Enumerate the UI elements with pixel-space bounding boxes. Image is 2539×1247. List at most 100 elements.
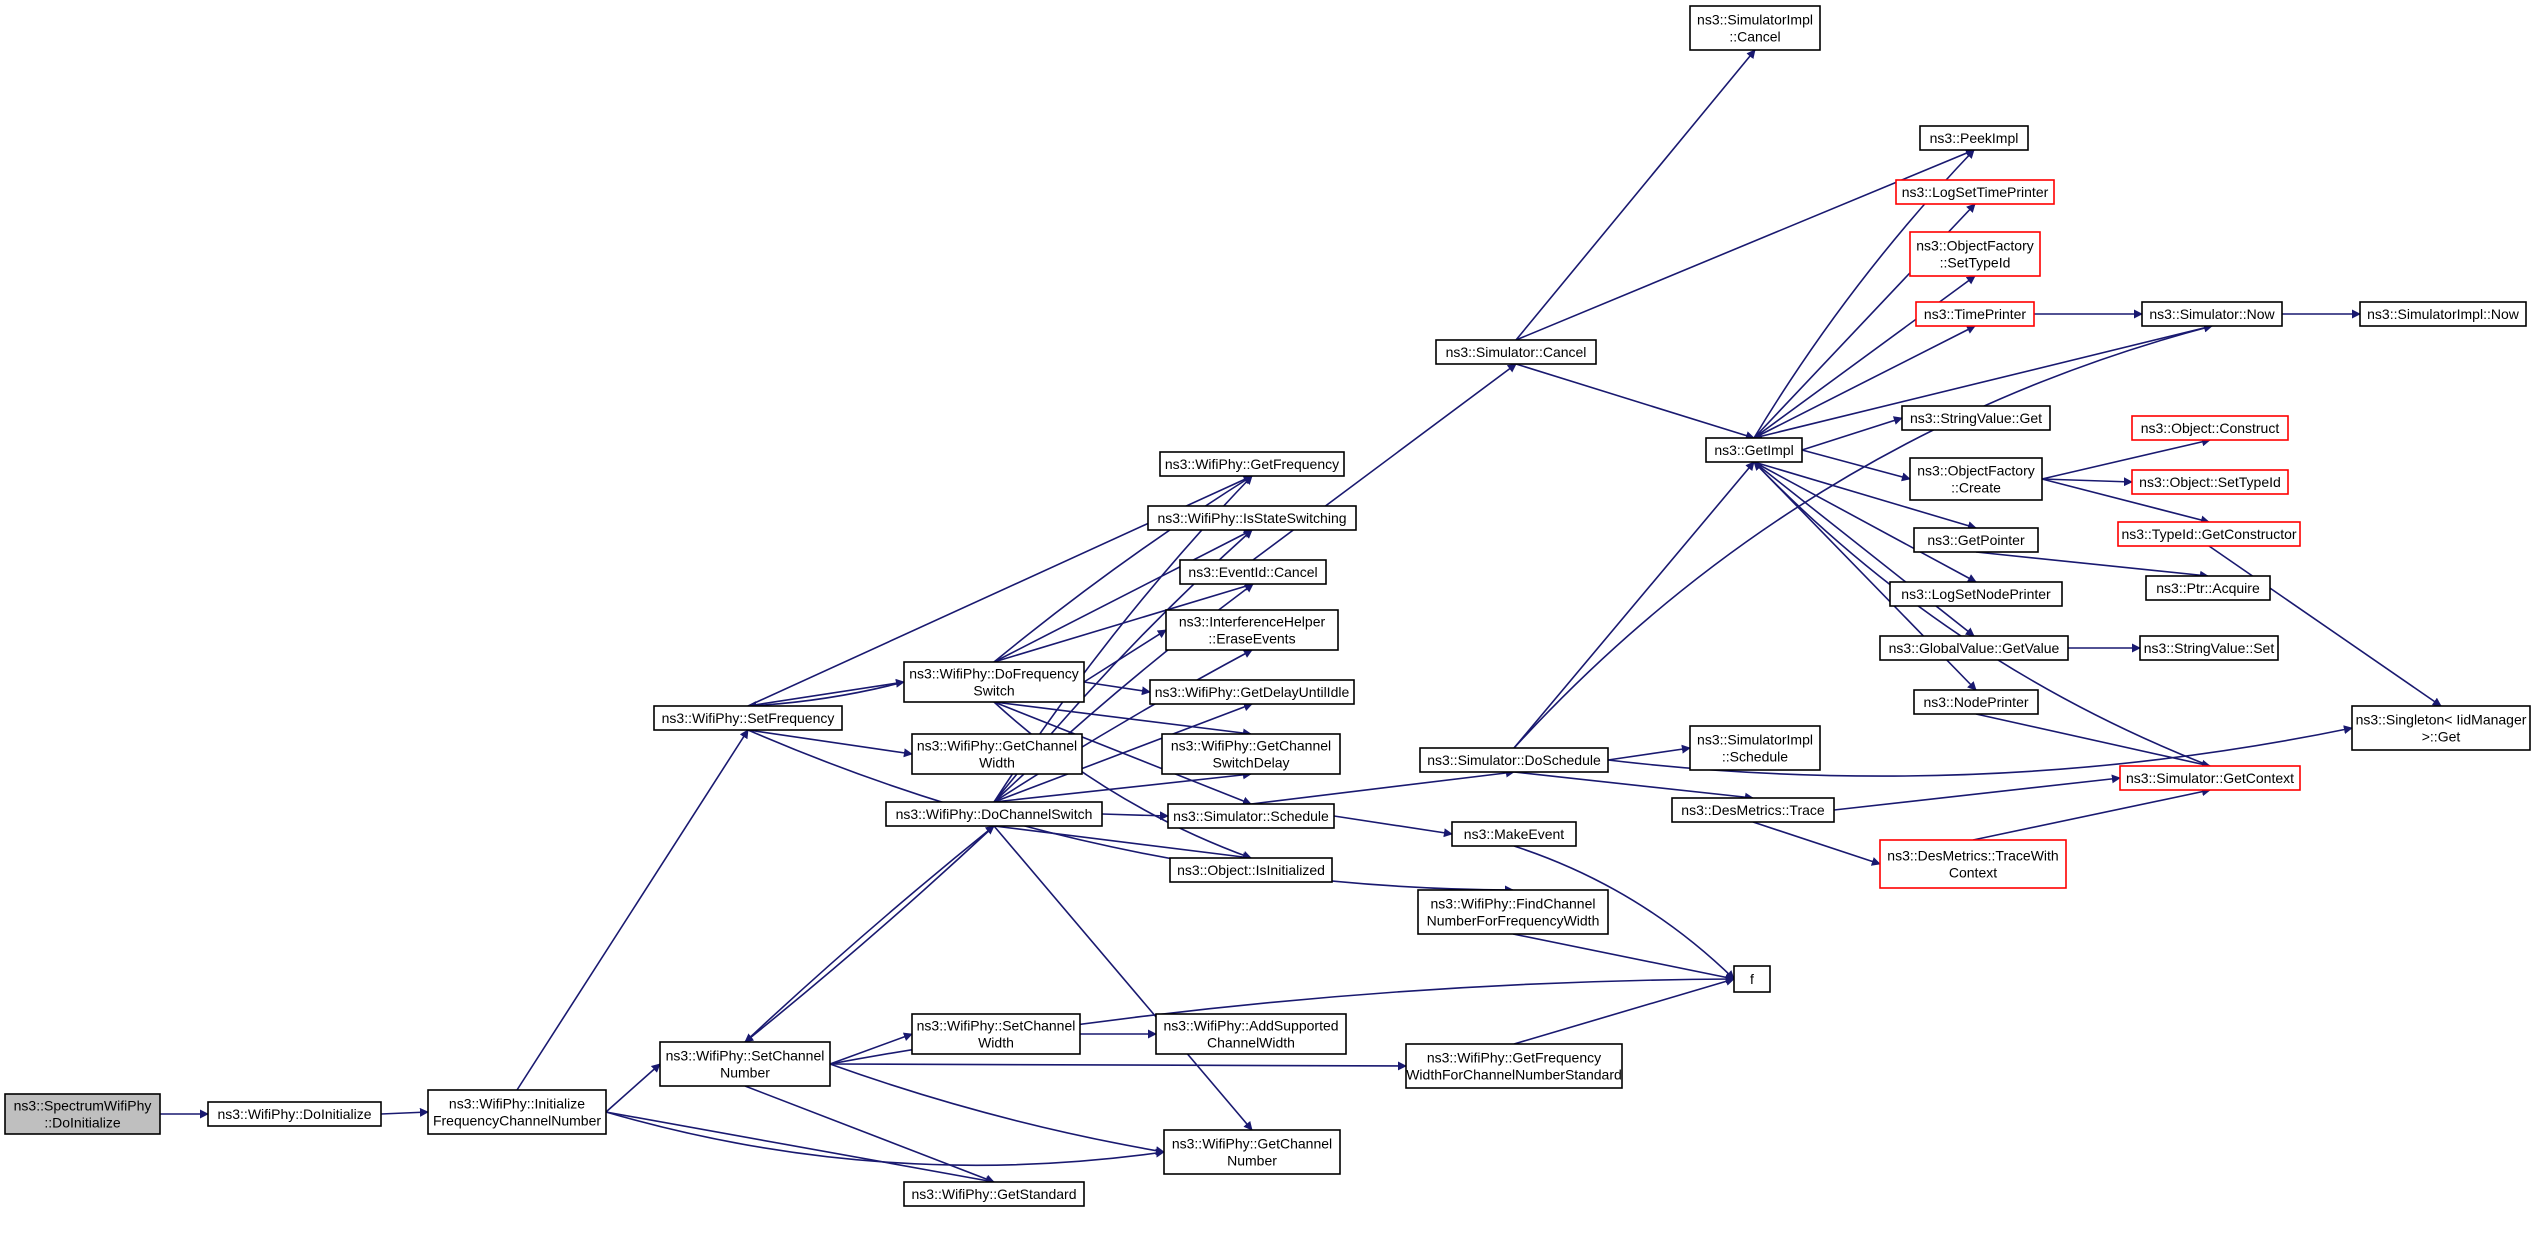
node-n02[interactable]: ns3::WifiPhy::DoInitialize [207, 1101, 382, 1127]
edge-n27-n41 [1753, 461, 1977, 583]
node-n15[interactable]: ns3::InterferenceHelper::EraseEvents [1165, 609, 1339, 651]
node-n30[interactable]: f [1733, 965, 1771, 993]
node-label-line: ns3::WifiPhy::SetChannel [666, 1048, 825, 1064]
node-box [2359, 301, 2527, 327]
node-n47[interactable]: ns3::TypeId::GetConstructor [2117, 521, 2301, 547]
node-label-line: ns3::WifiPhy::DoFrequency [909, 666, 1079, 682]
node-n43[interactable]: ns3::NodePrinter [1913, 689, 2039, 715]
edge-n47-n50 [2208, 545, 2442, 707]
node-label-line: ns3::TimePrinter [1924, 306, 2027, 322]
edge-n36-n27 [1753, 325, 2213, 441]
node-box [1419, 747, 1609, 773]
node-n44[interactable]: ns3::Simulator::GetContext [2119, 765, 2301, 791]
node-n50[interactable]: ns3::Singleton< IidManager>::Get [2351, 705, 2531, 751]
node-box [1163, 1129, 1341, 1175]
edge-n03-n05 [605, 1063, 661, 1113]
node-n04[interactable]: ns3::WifiPhy::SetFrequency [653, 705, 843, 731]
node-n25[interactable]: ns3::MakeEvent [1451, 821, 1577, 847]
edge-n24-n27 [1513, 461, 1755, 749]
node-box [207, 1101, 382, 1127]
node-box [1417, 889, 1609, 935]
edge-n08-n04 [747, 681, 905, 711]
node-box [2119, 765, 2301, 791]
node-n26[interactable]: ns3::SimulatorImpl::Cancel [1689, 5, 1821, 51]
node-box [1165, 609, 1339, 651]
node-n22[interactable]: ns3::WifiPhy::GetFrequencyWidthForChanne… [1405, 1043, 1623, 1089]
node-label-line: ns3::Simulator::DoSchedule [1427, 752, 1601, 768]
node-n03[interactable]: ns3::WifiPhy::InitializeFrequencyChannel… [427, 1089, 607, 1135]
node-n01[interactable]: ns3::SpectrumWifiPhy::DoInitialize [4, 1093, 161, 1135]
node-label-line: ::DoInitialize [44, 1115, 120, 1131]
node-label-line: ns3::InterferenceHelper [1179, 614, 1326, 630]
edge-n39-n47 [2041, 478, 2210, 525]
node-box [911, 733, 1083, 775]
node-n35[interactable]: ns3::TimePrinter [1915, 301, 2035, 327]
node-label-line: ::EraseEvents [1208, 631, 1295, 647]
node-n37[interactable]: ns3::SimulatorImpl::Now [2359, 301, 2527, 327]
node-n14[interactable]: ns3::EventId::Cancel [1179, 559, 1327, 585]
node-label-line: Width [978, 1035, 1014, 1051]
node-n38[interactable]: ns3::StringValue::Get [1901, 405, 2051, 431]
node-n29[interactable]: ns3::DesMetrics::Trace [1671, 797, 1835, 823]
node-box [911, 1013, 1081, 1055]
node-box [2117, 521, 2301, 547]
edge-n03-n07 [605, 1111, 1165, 1167]
node-n49[interactable]: ns3::StringValue::Set [2139, 635, 2279, 661]
node-label-line: ns3::WifiPhy::SetChannel [917, 1018, 1076, 1034]
node-label-line: ns3::StringValue::Get [1910, 410, 2042, 426]
node-box [1147, 505, 1357, 531]
edge-n31-n44 [1972, 787, 2211, 841]
edge-n03-n04 [516, 729, 749, 1091]
edge-n10-n07 [993, 825, 1253, 1131]
node-n27[interactable]: ns3::GetImpl [1705, 437, 1803, 463]
node-n16[interactable]: ns3::WifiPhy::GetDelayUntilIdle [1149, 679, 1355, 705]
node-n21[interactable]: ns3::WifiPhy::FindChannelNumberForFreque… [1417, 889, 1609, 935]
node-n36[interactable]: ns3::Simulator::Now [2141, 301, 2283, 327]
node-n39[interactable]: ns3::ObjectFactory::Create [1909, 457, 2043, 501]
node-n46[interactable]: ns3::Object::SetTypeId [2131, 469, 2289, 495]
node-label-line: ns3::MakeEvent [1464, 826, 1564, 842]
node-n12[interactable]: ns3::WifiPhy::GetFrequency [1159, 451, 1345, 477]
node-n33[interactable]: ns3::LogSetTimePrinter [1895, 179, 2055, 205]
node-label-line: ns3::Object::IsInitialized [1177, 862, 1325, 878]
node-n28[interactable]: ns3::SimulatorImpl::Schedule [1689, 725, 1821, 771]
edge-n39-n46 [2041, 477, 2133, 487]
node-n18[interactable]: ns3::Simulator::Schedule [1167, 803, 1335, 829]
node-box [1689, 725, 1821, 771]
node-n13[interactable]: ns3::WifiPhy::IsStateSwitching [1147, 505, 1357, 531]
node-n41[interactable]: ns3::LogSetNodePrinter [1889, 581, 2063, 607]
node-n10[interactable]: ns3::WifiPhy::DoChannelSwitch [885, 801, 1103, 827]
node-n40[interactable]: ns3::GetPointer [1913, 527, 2039, 553]
node-n19[interactable]: ns3::Object::IsInitialized [1169, 857, 1333, 883]
edge-n10-n19 [993, 825, 1252, 862]
node-n23[interactable]: ns3::Simulator::Cancel [1435, 339, 1597, 365]
node-n48[interactable]: ns3::Ptr::Acquire [2145, 575, 2271, 601]
node-box [1435, 339, 1597, 365]
node-label-line: ns3::WifiPhy::DoInitialize [217, 1106, 371, 1122]
node-n24[interactable]: ns3::Simulator::DoSchedule [1419, 747, 1609, 773]
node-label-line: ns3::WifiPhy::SetFrequency [662, 710, 835, 726]
node-box [1913, 689, 2039, 715]
node-n42[interactable]: ns3::GlobalValue::GetValue [1879, 635, 2069, 661]
node-label-line: ns3::WifiPhy::GetFrequency [1427, 1050, 1601, 1066]
node-box [1901, 405, 2051, 431]
node-box [653, 705, 843, 731]
node-n45[interactable]: ns3::Object::Construct [2131, 415, 2289, 441]
node-n06[interactable]: ns3::WifiPhy::GetStandard [903, 1181, 1085, 1207]
node-label-line: ns3::Object::SetTypeId [2139, 474, 2281, 490]
node-box [1155, 1013, 1347, 1055]
node-label-line: ::Cancel [1729, 29, 1780, 45]
node-n34[interactable]: ns3::ObjectFactory::SetTypeId [1909, 231, 2041, 277]
edge-n27-n35 [1753, 325, 1976, 439]
node-n32[interactable]: ns3::PeekImpl [1919, 125, 2029, 151]
edge-n05-n11 [829, 1032, 913, 1065]
